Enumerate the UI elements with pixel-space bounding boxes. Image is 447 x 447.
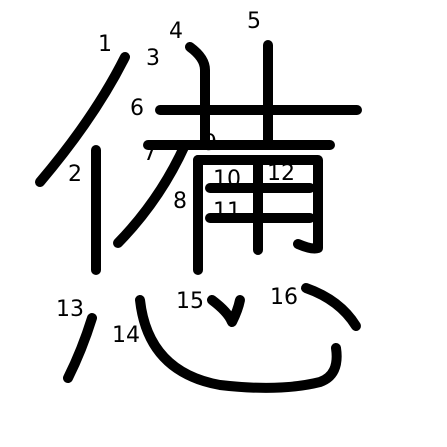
stroke-number-3: 3 [146,46,160,71]
stroke-number-4: 4 [169,19,183,44]
stroke-number-6: 6 [130,96,144,121]
stroke-numbers: 1 2 3 4 5 6 7 8 9 10 11 12 13 14 15 16 [56,9,298,348]
stroke-number-1: 1 [98,32,112,57]
stroke-number-13: 13 [56,297,84,322]
stroke-15 [207,295,245,327]
stroke-number-7: 7 [143,141,157,166]
strokes [35,40,362,393]
stroke-number-16: 16 [270,285,298,310]
stroke-number-8: 8 [173,189,187,214]
stroke-1 [35,52,130,187]
stroke-13 [63,313,97,383]
stroke-number-9: 9 [203,131,217,156]
stroke-16 [301,283,361,331]
stroke-number-12: 12 [267,161,295,186]
stroke-4 [185,42,210,145]
stroke-number-5: 5 [247,9,261,34]
stroke-7 [113,140,190,248]
stroke-number-2: 2 [68,162,82,187]
stroke-number-14: 14 [112,323,140,348]
stroke-number-10: 10 [213,167,241,192]
stroke-9 [193,155,323,254]
stroke-number-11: 11 [213,199,241,224]
stroke-14 [135,295,342,393]
stroke-number-15: 15 [176,289,204,314]
